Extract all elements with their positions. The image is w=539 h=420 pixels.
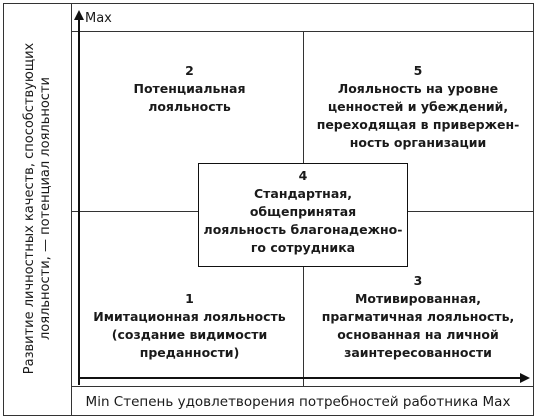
quadrant-1-line-2: (создание видимости	[111, 327, 268, 342]
quadrant-3-line-1: Мотивированная,	[354, 291, 482, 306]
quadrant-3: 3 Мотивированная, прагматичная лояльност…	[308, 272, 528, 362]
y-label-divider	[71, 3, 72, 416]
quadrant-4-line-3: лояльность благонадежно-	[203, 222, 403, 237]
quadrant-5-line-4: ность организации	[349, 135, 487, 150]
y-axis	[78, 16, 80, 385]
y-axis-title: Развитие личностных качеств, способствую…	[22, 42, 53, 375]
quadrant-4: 4 Стандартная, общепринятая лояльность б…	[199, 167, 407, 257]
x-axis-title: Min Степень удовлетворения потребностей …	[85, 394, 511, 410]
quadrant-1-number: 1	[185, 291, 194, 306]
quadrant-4-number: 4	[298, 168, 308, 183]
quadrant-1-line-1: Имитационная лояльность	[93, 309, 286, 324]
quadrant-2: 2 Потенциальная лояльность	[82, 62, 297, 116]
x-axis	[78, 377, 522, 379]
quadrant-1: 1 Имитационная лояльность (создание види…	[82, 290, 297, 362]
quadrant-4-line-4: го сотрудника	[250, 240, 356, 255]
quadrant-4-box: 4 Стандартная, общепринятая лояльность б…	[198, 163, 408, 267]
quadrant-2-line-1: Потенциальная	[133, 81, 246, 96]
quadrant-2-number: 2	[185, 63, 194, 78]
x-axis-arrow-icon	[520, 373, 530, 383]
quadrant-4-line-1: Стандартная,	[253, 186, 353, 201]
quadrant-2-line-2: лояльность	[148, 99, 231, 114]
y-axis-title-container: Развитие личностных качеств, способствую…	[10, 31, 66, 386]
quadrant-3-line-4: заинтересованности	[344, 345, 492, 360]
bottom-divider	[71, 386, 534, 387]
quadrant-5-line-1: Лояльность на уровне	[337, 81, 499, 96]
y-axis-max-label: Max	[85, 11, 112, 26]
quadrant-5-number: 5	[413, 63, 423, 78]
quadrant-5-line-2: ценностей и убеждений,	[327, 99, 509, 114]
quadrant-3-number: 3	[413, 273, 423, 288]
quadrant-5: 5 Лояльность на уровне ценностей и убежд…	[308, 62, 528, 152]
quadrant-4-line-2: общепринятая	[249, 204, 357, 219]
quadrant-1-line-3: преданности)	[139, 345, 240, 360]
diagram-frame	[3, 3, 534, 416]
top-divider	[71, 31, 534, 32]
y-axis-arrow-icon	[74, 10, 84, 20]
quadrant-3-line-3: основанная на личной	[337, 327, 499, 342]
quadrant-5-line-3: переходящая в привержен-	[316, 117, 520, 132]
quadrant-3-line-2: прагматичная лояльность,	[321, 309, 515, 324]
